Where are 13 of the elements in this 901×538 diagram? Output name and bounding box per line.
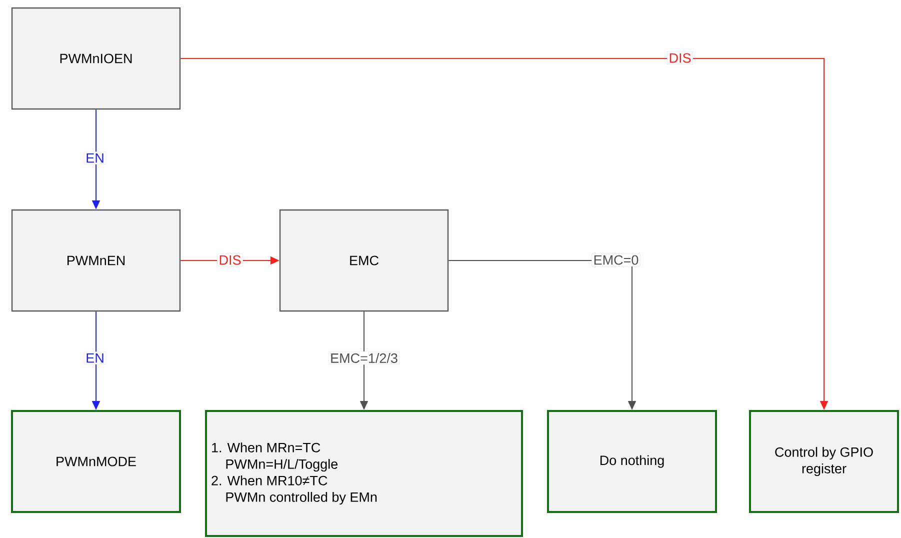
output-box: Do nothing bbox=[547, 410, 718, 513]
edge-label: DIS bbox=[667, 52, 693, 64]
edge-label: EMC=0 bbox=[592, 254, 640, 266]
edge-label: EMC=1/2/3 bbox=[328, 351, 400, 365]
edge-label: DIS bbox=[217, 254, 243, 266]
process-box: PWMnIOEN bbox=[11, 7, 181, 110]
output-box: Control by GPIO register bbox=[749, 410, 900, 513]
process-box: PWMnEN bbox=[11, 209, 181, 312]
edge-label: EN bbox=[84, 152, 106, 164]
process-box: EMC bbox=[279, 209, 449, 312]
text-box: 1. When MRn=TC PWMn=H/L/Toggle 2. When MR10≠TC PWMn controlled by EMn bbox=[205, 410, 523, 537]
output-box: PWMnMODE bbox=[11, 410, 181, 513]
edge-label: EN bbox=[84, 352, 106, 364]
